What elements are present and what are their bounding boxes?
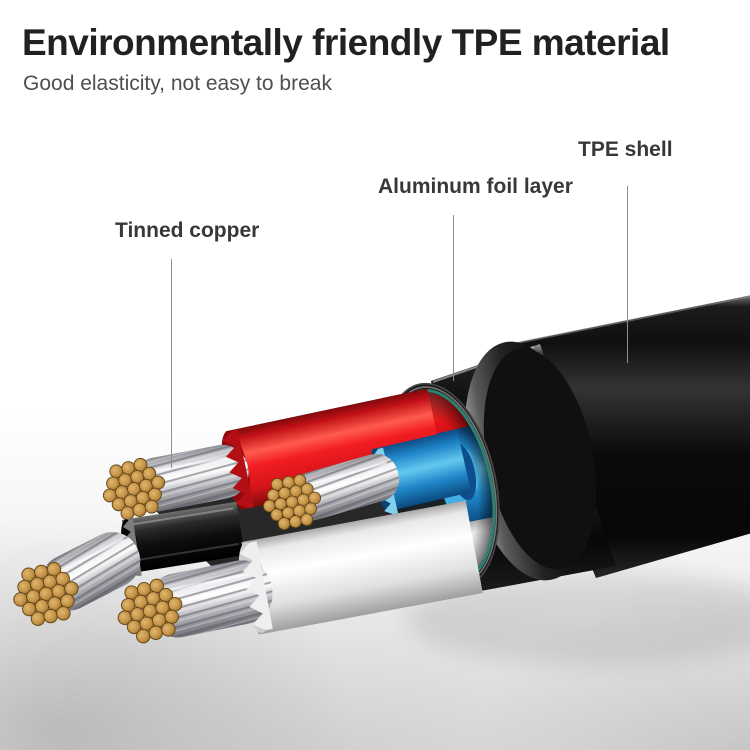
wire-blue: [258, 429, 472, 533]
annotation-label-aluminum-foil-layer: Aluminum foil layer: [378, 175, 573, 198]
leader-line-tpe-shell: [627, 186, 628, 363]
annotation-label-tpe-shell: TPE shell: [578, 138, 673, 161]
annotation-label-tinned-copper: Tinned copper: [115, 219, 260, 242]
leader-line-aluminum-foil-layer: [453, 215, 454, 381]
wire-white: [110, 500, 483, 649]
wire-black: [7, 501, 245, 630]
page-subtitle: Good elasticity, not easy to break: [23, 72, 332, 95]
cable-ground-shadow: [405, 572, 750, 664]
page-title: Environmentally friendly TPE material: [22, 22, 670, 63]
shell-collar-ring: [464, 341, 597, 581]
leader-line-tinned-copper: [171, 259, 172, 468]
